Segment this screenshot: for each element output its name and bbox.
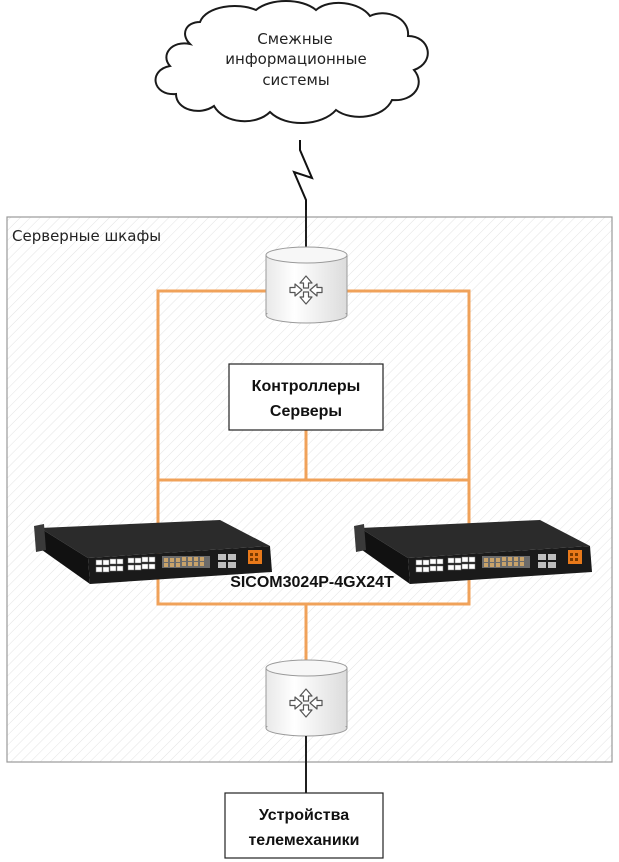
- bottom-router-icon: [265, 659, 348, 737]
- telemechanics-label-line2: телемеханики: [248, 832, 359, 849]
- cloud-label-line1: Смежные: [257, 30, 332, 48]
- telemechanics-box: [224, 792, 384, 859]
- cloud-shape: [154, 0, 429, 125]
- telemechanics-label-line1: Устройства: [259, 807, 349, 824]
- controllers-label: Контроллеры: [252, 378, 361, 395]
- orange-network-links: [156, 289, 471, 660]
- wireless-link-bolt: [292, 140, 314, 210]
- switch-model-label: SICOM3024P-4GX24T: [230, 574, 394, 591]
- zone-title: Серверные шкафы: [12, 227, 161, 245]
- cloud-label-line3: системы: [262, 71, 329, 89]
- cloud-label-line2: информационные: [225, 50, 366, 68]
- servers-label: Серверы: [270, 403, 342, 420]
- top-router-icon: [265, 246, 348, 324]
- controllers-servers-box: [228, 363, 384, 431]
